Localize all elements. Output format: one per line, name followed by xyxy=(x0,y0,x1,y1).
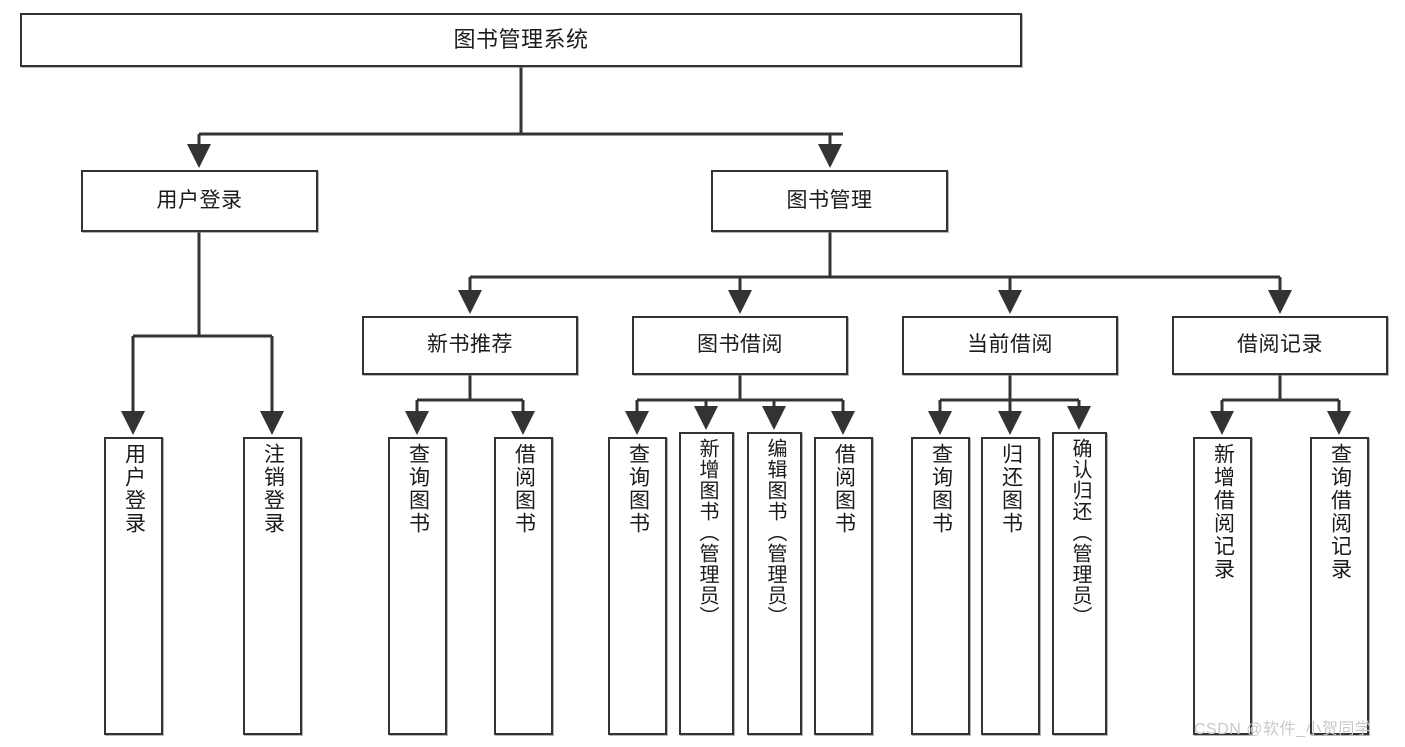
node-label: 当前借阅 xyxy=(967,333,1053,357)
node-label: 新增借阅记录 xyxy=(1211,443,1235,581)
node-label: 用户登录 xyxy=(122,443,146,535)
node-label: 确认归还（管理员） xyxy=(1069,438,1091,627)
node-label: 图书借阅 xyxy=(697,333,783,357)
node-label: 查询图书 xyxy=(406,443,430,535)
node-label: 查询图书 xyxy=(626,443,650,535)
leaf-add-borrow-record[interactable]: 新增借阅记录 xyxy=(1193,437,1252,735)
node-label: 借阅图书 xyxy=(512,443,536,535)
leaf-borrow-book-recommend[interactable]: 借阅图书 xyxy=(494,437,553,735)
leaf-query-book-current[interactable]: 查询图书 xyxy=(911,437,970,735)
leaf-query-borrow-record[interactable]: 查询借阅记录 xyxy=(1310,437,1369,735)
node-label: 查询图书 xyxy=(929,443,953,535)
node-label: 用户登录 xyxy=(156,188,243,212)
leaf-borrow-book-borrow[interactable]: 借阅图书 xyxy=(814,437,873,735)
node-book-borrow[interactable]: 图书借阅 xyxy=(632,316,848,375)
csdn-watermark: CSDN @软件_小贺同学 xyxy=(1194,721,1372,738)
leaf-user-login[interactable]: 用户登录 xyxy=(104,437,163,735)
node-label: 注销登录 xyxy=(261,443,285,535)
leaf-confirm-return-admin[interactable]: 确认归还（管理员） xyxy=(1052,432,1107,735)
leaf-add-book-admin[interactable]: 新增图书（管理员） xyxy=(679,432,734,735)
leaf-logout-login[interactable]: 注销登录 xyxy=(243,437,302,735)
node-label: 图书管理 xyxy=(786,188,873,212)
leaf-query-book-recommend[interactable]: 查询图书 xyxy=(388,437,447,735)
node-label: 归还图书 xyxy=(999,443,1023,535)
node-label: 借阅记录 xyxy=(1237,333,1323,357)
node-label: 查询借阅记录 xyxy=(1328,443,1352,581)
node-label: 图书管理系统 xyxy=(453,27,589,53)
node-label: 新书推荐 xyxy=(427,333,513,357)
node-user-login[interactable]: 用户登录 xyxy=(81,170,318,232)
leaf-return-book[interactable]: 归还图书 xyxy=(981,437,1040,735)
node-new-book-recommend[interactable]: 新书推荐 xyxy=(362,316,578,375)
leaf-query-book-borrow[interactable]: 查询图书 xyxy=(608,437,667,735)
node-label: 新增图书（管理员） xyxy=(696,438,718,627)
node-label: 编辑图书（管理员） xyxy=(764,438,786,627)
node-root-book-management-system[interactable]: 图书管理系统 xyxy=(20,13,1022,67)
node-label: 借阅图书 xyxy=(832,443,856,535)
leaf-edit-book-admin[interactable]: 编辑图书（管理员） xyxy=(747,432,802,735)
node-book-management[interactable]: 图书管理 xyxy=(711,170,948,232)
node-current-borrow[interactable]: 当前借阅 xyxy=(902,316,1118,375)
node-borrow-record[interactable]: 借阅记录 xyxy=(1172,316,1388,375)
